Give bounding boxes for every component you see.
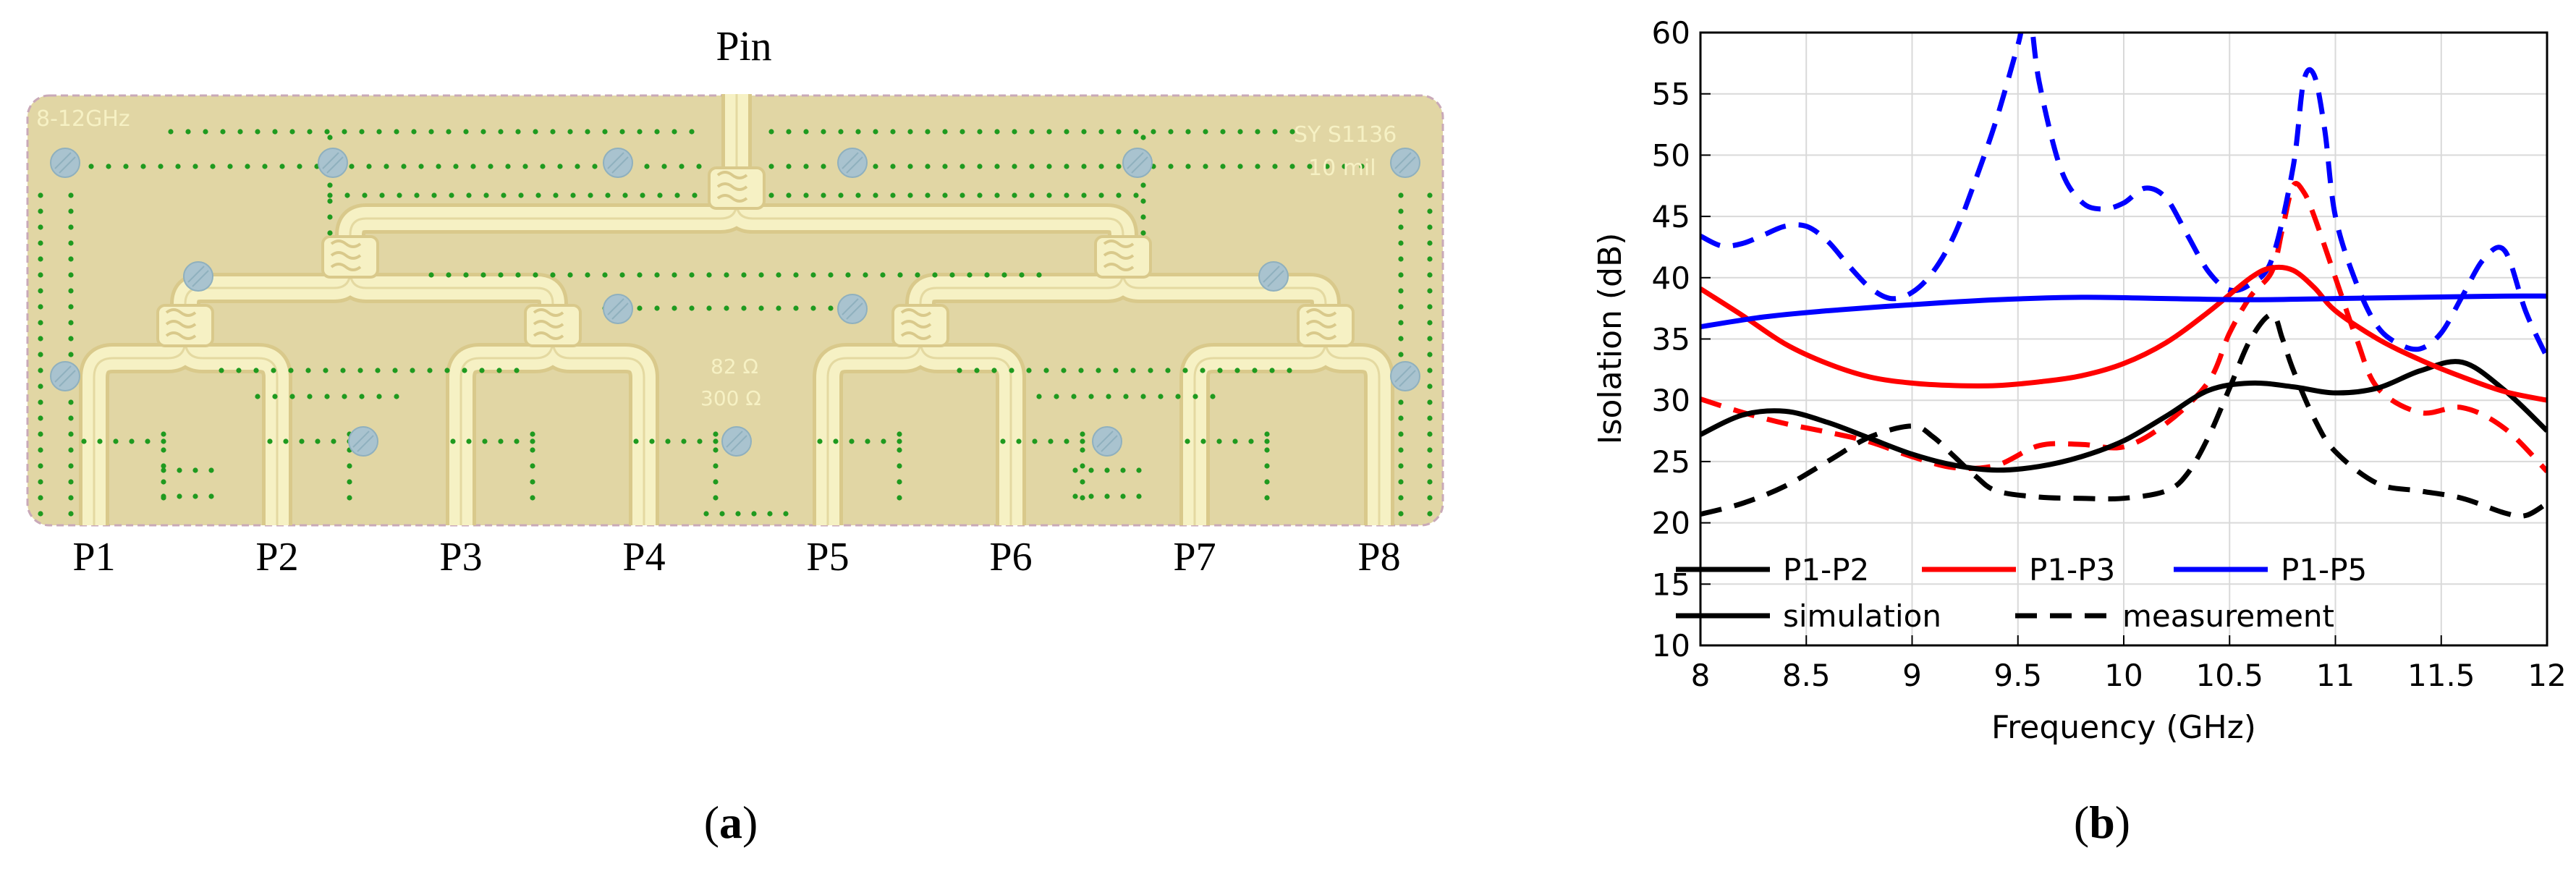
isolation-chart: 8 8.5 9 9.5 10 10.5 11 11.5 12 10 15 20 25 30 35 40 45 5… — [1592, 15, 2567, 746]
x-axis-label: Frequency (GHz) — [1991, 709, 2256, 746]
y-tick-labels: 10 15 20 25 30 35 40 45 50 55 60 — [1652, 15, 1690, 663]
y-tick-label: 20 — [1652, 506, 1690, 541]
pcb-layout: 8-12GHz SY S1136 10 mil 82 Ω 300 Ω — [26, 94, 1444, 527]
panel-b-letter: b — [2089, 797, 2115, 848]
y-tick-label: 30 — [1652, 383, 1690, 418]
port-label-p5: P5 — [806, 535, 850, 580]
series-p1-p2-simulation — [1700, 359, 2547, 473]
port-label-p4: P4 — [622, 535, 666, 580]
board-code-text: SY S1136 — [1294, 122, 1397, 148]
y-tick-label: 10 — [1652, 628, 1690, 663]
x-tick-label: 8.5 — [1782, 658, 1831, 693]
board-thickness-text: 10 mil — [1308, 156, 1376, 181]
legend-label-p1-p5: P1-P5 — [2281, 552, 2367, 588]
plot-frame — [1699, 31, 2549, 647]
x-tick-label: 9 — [1902, 658, 1922, 693]
y-tick-label: 35 — [1652, 322, 1690, 357]
panel-a-label: (a) — [704, 796, 758, 849]
series-p1-p2-measurement — [1700, 312, 2547, 519]
y-tick-label: 25 — [1652, 444, 1690, 480]
x-tick-label: 8 — [1691, 658, 1711, 693]
y-tick-label: 50 — [1652, 137, 1690, 173]
panel-a-paren-close: ) — [742, 797, 758, 848]
panel-a-letter: a — [719, 797, 742, 848]
y-tick-label: 40 — [1652, 260, 1690, 296]
y-axis-label: Isolation (dB) — [1592, 233, 1629, 445]
x-tick-label: 11 — [2316, 658, 2355, 693]
legend-label-simulation: simulation — [1783, 598, 1941, 634]
y-tick-label: 15 — [1652, 567, 1690, 602]
panel-b-paren-open: ( — [2073, 797, 2090, 848]
x-tick-labels: 8 8.5 9 9.5 10 10.5 11 11.5 12 — [1691, 658, 2567, 693]
x-tick-label: 12 — [2528, 658, 2566, 693]
series-p1-p3-simulation — [1700, 264, 2547, 403]
x-tick-label: 10.5 — [2195, 658, 2263, 693]
board-impedance-1: 82 Ω — [711, 355, 758, 378]
y-tick-label: 60 — [1652, 15, 1690, 51]
legend-label-p1-p3: P1-P3 — [2029, 552, 2115, 588]
x-tick-label: 10 — [2104, 658, 2143, 693]
y-tick-label: 45 — [1652, 199, 1690, 234]
mounting-holes — [50, 148, 1420, 457]
pin-label: Pin — [716, 22, 772, 69]
legend-label-p1-p2: P1-P2 — [1783, 552, 1869, 588]
x-tick-label: 9.5 — [1994, 658, 2042, 693]
port-label-p8: P8 — [1357, 535, 1401, 580]
series-p1-p5-measurement — [1700, 33, 2547, 359]
panel-b-label: (b) — [2074, 796, 2130, 849]
x-tick-label: 11.5 — [2407, 658, 2475, 693]
series-p1-p5-simulation — [1700, 293, 2547, 330]
port-label-p1: P1 — [72, 535, 116, 580]
port-label-p2: P2 — [255, 535, 299, 580]
panel-a-paren-open: ( — [703, 797, 719, 848]
chart-series — [1700, 33, 2547, 519]
board-band-text: 8-12GHz — [36, 106, 130, 132]
board-impedance-2: 300 Ω — [700, 386, 761, 410]
legend-label-measurement: measurement — [2122, 598, 2334, 634]
port-label-p6: P6 — [989, 535, 1033, 580]
port-label-p7: P7 — [1173, 535, 1216, 580]
port-label-p3: P3 — [439, 535, 483, 580]
panel-b-paren-close: ) — [2114, 797, 2131, 848]
chart-legend: P1-P2 P1-P3 P1-P5 simulation measurement — [1676, 552, 2367, 634]
via-fence — [38, 129, 1433, 517]
divider-traces — [79, 94, 1394, 525]
y-tick-label: 55 — [1652, 77, 1690, 112]
